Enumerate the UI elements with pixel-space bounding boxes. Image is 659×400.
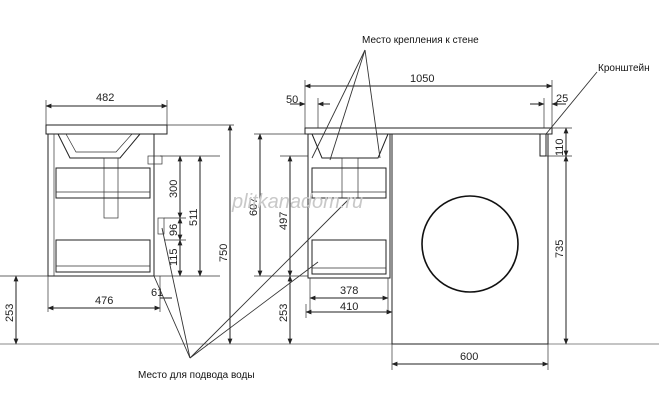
front-view: 1050 50 25 110 735 607 497 253 37 — [248, 73, 572, 370]
dim-482: 482 — [96, 92, 114, 104]
front-upper-drawer — [311, 167, 387, 199]
dim-750: 750 — [218, 244, 230, 262]
front-countertop — [304, 127, 553, 135]
dim-497: 497 — [278, 212, 290, 230]
side-siphon — [103, 157, 119, 219]
watermark: plitkanadom.ru — [231, 191, 363, 213]
dim-115: 115 — [168, 248, 180, 266]
bracket-leader — [545, 71, 598, 135]
dim-25: 25 — [556, 93, 568, 105]
washing-machine — [391, 133, 549, 345]
bracket — [539, 133, 547, 157]
side-cabinet-body — [47, 133, 155, 277]
front-cabinet-body — [307, 133, 391, 279]
side-lower-drawer — [55, 239, 151, 273]
dim-1050: 1050 — [410, 73, 434, 85]
dim-511: 511 — [188, 208, 200, 226]
dim-735: 735 — [554, 240, 566, 258]
dim-410: 410 — [340, 301, 358, 313]
front-lower-drawer — [311, 239, 387, 275]
label-bracket: Кронштейн — [598, 63, 650, 74]
side-view: 482 476 61 300 96 115 511 750 253 — [0, 92, 234, 345]
label-water-supply: Место для подвода воды — [138, 370, 255, 381]
dim-300: 300 — [168, 180, 180, 198]
side-basin — [57, 133, 141, 159]
dim-253-left: 253 — [4, 304, 16, 322]
dim-476: 476 — [95, 295, 113, 307]
washing-machine-door — [421, 195, 519, 293]
side-countertop — [45, 124, 168, 135]
dim-253-front: 253 — [278, 304, 290, 322]
water-supply-leaders — [153, 197, 351, 359]
dim-378: 378 — [340, 285, 358, 297]
dim-607: 607 — [248, 198, 260, 216]
side-upper-drawer — [55, 167, 151, 199]
dim-110: 110 — [554, 138, 566, 156]
label-wall-mount: Место крепления к стене — [362, 35, 479, 46]
dim-600: 600 — [460, 351, 478, 363]
dim-50: 50 — [286, 94, 298, 106]
wall-mount-leaders — [311, 49, 381, 161]
dim-96: 96 — [168, 224, 180, 236]
